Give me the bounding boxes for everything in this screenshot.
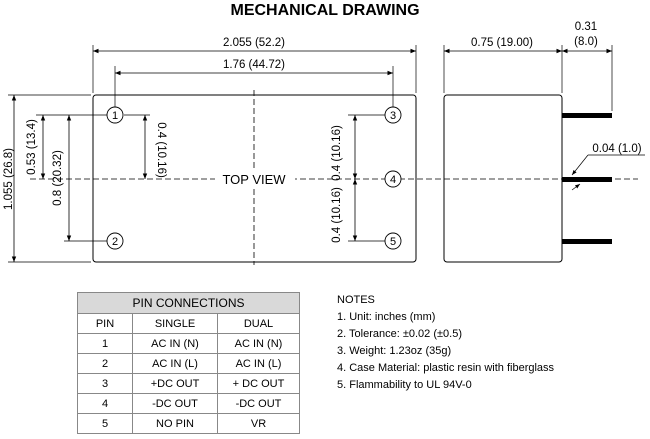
pin-table-header-row: PIN SINGLE DUAL [77,313,300,334]
top-view-label: TOP VIEW [222,172,286,187]
pin-1-label: 1 [112,110,118,122]
dim-pin1-offset-label: 0.53 (13.4) [26,119,38,175]
table-cell: 5 [77,413,133,434]
note-item: 4. Case Material: plastic resin with fib… [337,362,555,374]
dim-pin-diameter-label: 0.04 (1.0) [592,143,641,155]
dim-pin1-center-spacing-label: 0.4 (10.16) [155,122,167,178]
table-cell: AC IN (L) [132,353,218,374]
table-row: 2 AC IN (L) AC IN (L) [77,353,300,374]
pin-table-header: DUAL [217,313,300,334]
pin-connections-table: PIN CONNECTIONS PIN SINGLE DUAL 1 AC IN … [77,292,300,434]
table-row: 4 -DC OUT -DC OUT [77,393,300,414]
note-item: 2. Tolerance: ±0.02 (±0.5) [337,328,462,340]
table-cell: 1 [77,333,133,354]
pin-5: 5 [384,232,402,250]
note-item: 3. Weight: 1.23oz (35g) [337,345,452,357]
table-cell: AC IN (N) [217,333,300,354]
module-body-top-view [92,94,417,263]
dim-right-spacing-upper-label: 0.4 (10.16) [331,125,343,181]
dim-pin-span-label: 1.76 (44.72) [223,59,285,71]
pin-2: 2 [106,232,124,250]
pin-4: 4 [384,170,402,188]
dim-pin1-pin2-spacing-label: 0.8 (20.32) [52,150,64,206]
note-item: 1. Unit: inches (mm) [337,311,436,323]
pin-3-label: 3 [390,110,396,122]
side-pin-upper [562,113,612,118]
table-cell: AC IN (N) [132,333,218,354]
drawing-title: MECHANICAL DRAWING [230,2,419,19]
pin-4-label: 4 [390,174,396,186]
pin-5-label: 5 [390,236,396,248]
table-cell: VR [217,413,300,434]
pin-table-header: PIN [77,313,133,334]
notes-section: NOTES 1. Unit: inches (mm) 2. Tolerance:… [337,292,554,394]
side-pin-lower [562,239,612,244]
module-body-side-view [443,94,563,263]
side-pin-middle [562,177,612,182]
pin-2-label: 2 [112,236,118,248]
dim-height-label: 1.055 (26.8) [3,148,15,210]
table-cell: + DC OUT [217,373,300,394]
dim-overall-length-label: 2.055 (52.2) [223,37,285,49]
table-cell: +DC OUT [132,373,218,394]
table-cell: AC IN (L) [217,353,300,374]
table-cell: -DC OUT [217,393,300,414]
note-item: 5. Flammability to UL 94V-0 [337,379,472,391]
table-cell: 3 [77,373,133,394]
dim-pin-length-mm: (8.0) [574,36,598,48]
pin-table-title: PIN CONNECTIONS [77,292,300,314]
pin-3: 3 [384,106,402,124]
dim-depth-label: 0.75 (19.00) [471,37,533,49]
notes-heading: NOTES [337,294,375,306]
table-cell: -DC OUT [132,393,218,414]
table-row: 1 AC IN (N) AC IN (N) [77,333,300,354]
pin-1: 1 [106,106,124,124]
table-cell: 4 [77,393,133,414]
dim-pin-length-value: 0.31 [575,21,597,33]
table-row: 3 +DC OUT + DC OUT [77,373,300,394]
pin-table-header: SINGLE [132,313,218,334]
dim-right-spacing-lower-label: 0.4 (10.16) [331,187,343,243]
table-cell: NO PIN [132,413,218,434]
table-row: 5 NO PIN VR [77,413,300,434]
table-cell: 2 [77,353,133,374]
